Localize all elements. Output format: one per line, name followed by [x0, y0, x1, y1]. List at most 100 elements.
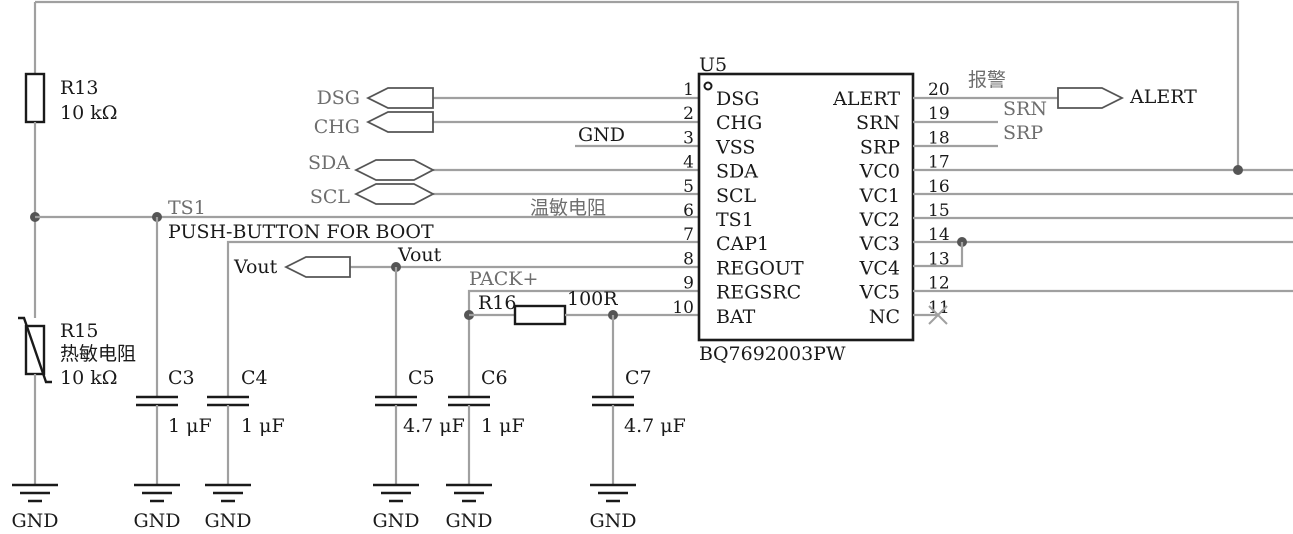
c4-ref: C4	[241, 367, 268, 389]
right-pin-number: 17	[928, 153, 950, 173]
ground-c6: GND	[445, 483, 493, 532]
left-pin-name: TS1	[716, 209, 754, 231]
port-alert: ALERT	[1057, 86, 1197, 109]
c5-ref: C5	[408, 367, 435, 389]
right-pin-number: 13	[928, 249, 950, 269]
left-pin-name: BAT	[716, 306, 756, 328]
c4-value: 1 μF	[241, 415, 285, 437]
right-pins: 20ALERT19SRN18SRP17VC016VC115VC214VC313V…	[832, 80, 950, 328]
svg-text:GND: GND	[445, 510, 492, 532]
ground-c4: GND	[204, 483, 252, 532]
capacitor-c6: C6 1 μF	[448, 367, 525, 437]
svg-text:GND: GND	[204, 510, 251, 532]
left-pin-name: DSG	[716, 88, 759, 110]
right-pin-number: 19	[928, 104, 950, 124]
svg-text:GND: GND	[589, 510, 636, 532]
capacitor-c5: C5 4.7 μF	[375, 367, 465, 437]
r16-ref: R16	[478, 292, 516, 314]
r15-value: 10 kΩ	[60, 367, 117, 389]
resistor-r16: R16 100R	[478, 288, 618, 326]
left-pin-number: 8	[683, 249, 694, 269]
right-pin-number: 15	[928, 201, 950, 221]
left-pin-number: 2	[683, 104, 694, 124]
thermistor-r15: R15 热敏电阻 10 kΩ	[18, 316, 136, 389]
net-label-pack: PACK+	[469, 268, 538, 290]
right-pin-name: VC2	[859, 209, 900, 231]
left-pin-number: 5	[683, 177, 694, 197]
ground-c7: GND	[589, 483, 637, 532]
c3-ref: C3	[168, 367, 195, 389]
capacitor-c7: C7 4.7 μF	[592, 367, 686, 437]
left-pin-name: SCL	[716, 185, 757, 207]
ground-r15: GND	[11, 483, 59, 532]
svg-text:GND: GND	[372, 510, 419, 532]
left-pin-name: SDA	[716, 161, 758, 183]
r15-ref: R15	[60, 320, 98, 342]
top-wire	[33, 0, 1240, 171]
net-label-ts1-cn: 温敏电阻	[530, 197, 606, 219]
wire-regsrc	[467, 289, 699, 397]
port-chg-label: CHG	[314, 116, 360, 138]
net-label-ts1: TS1	[168, 197, 206, 219]
svg-text:GND: GND	[133, 510, 180, 532]
right-pin-name: SRP	[860, 136, 900, 158]
net-label-srp: SRP	[1003, 122, 1043, 144]
ground-c5: GND	[372, 483, 420, 532]
left-pin-number: 6	[683, 201, 694, 221]
junction-vc0	[1233, 165, 1243, 175]
wire-vc4	[913, 242, 964, 268]
right-pin-name: VC0	[859, 161, 900, 183]
c5-value: 4.7 μF	[403, 415, 465, 437]
right-pin-name: VC4	[859, 257, 900, 279]
left-pin-number: 3	[683, 128, 694, 148]
port-scl: SCL	[310, 183, 435, 208]
no-connect-marker	[928, 305, 948, 325]
svg-text:GND: GND	[11, 510, 58, 532]
resistor-r13: R13 10 kΩ	[24, 72, 117, 124]
c7-ref: C7	[625, 367, 652, 389]
right-pin-number: 14	[928, 225, 950, 245]
left-pin-number: 7	[683, 225, 694, 245]
port-scl-label: SCL	[310, 186, 351, 208]
right-pin-number: 20	[928, 80, 950, 100]
ic-part: BQ7692003PW	[699, 343, 846, 365]
left-pin-number: 9	[683, 274, 694, 294]
right-pin-name: ALERT	[832, 88, 900, 110]
right-pin-name: VC5	[859, 282, 900, 304]
port-vout: Vout	[233, 256, 351, 278]
left-pin-name: REGOUT	[716, 257, 804, 279]
c3-value: 1 μF	[168, 415, 212, 437]
left-pin-name: CHG	[716, 112, 762, 134]
net-label-alert-cn: 报警	[968, 69, 1006, 91]
right-pin-name: VC3	[859, 233, 900, 255]
ground-c3: GND	[133, 483, 181, 532]
ic-ref: U5	[699, 54, 727, 76]
left-pin-name: REGSRC	[716, 282, 801, 304]
right-pin-name: NC	[869, 306, 900, 328]
capacitor-c3: C3 1 μF	[136, 367, 212, 437]
net-label-srn: SRN	[1003, 98, 1047, 120]
port-dsg-label: DSG	[317, 87, 360, 109]
port-vout-label: Vout	[233, 256, 278, 278]
left-pin-number: 4	[683, 153, 694, 173]
c7-value: 4.7 μF	[624, 415, 686, 437]
r16-value: 100R	[567, 288, 618, 310]
net-label-cap1: PUSH-BUTTON FOR BOOT	[168, 221, 434, 243]
right-pin-number: 18	[928, 128, 950, 148]
r15-desc: 热敏电阻	[60, 343, 136, 365]
port-sda-label: SDA	[308, 152, 350, 174]
port-sda: SDA	[308, 152, 435, 181]
c6-value: 1 μF	[481, 415, 525, 437]
net-label-gnd-vss: GND	[578, 124, 625, 146]
wire-cap1	[226, 240, 699, 397]
left-pin-number: 1	[683, 80, 694, 100]
left-pin-name: CAP1	[716, 233, 769, 255]
right-pin-number: 11	[928, 298, 950, 318]
net-label-vout: Vout	[397, 244, 442, 266]
right-pin-number: 12	[928, 274, 950, 294]
right-pin-name: VC1	[859, 185, 900, 207]
right-pin-name: SRN	[856, 112, 900, 134]
